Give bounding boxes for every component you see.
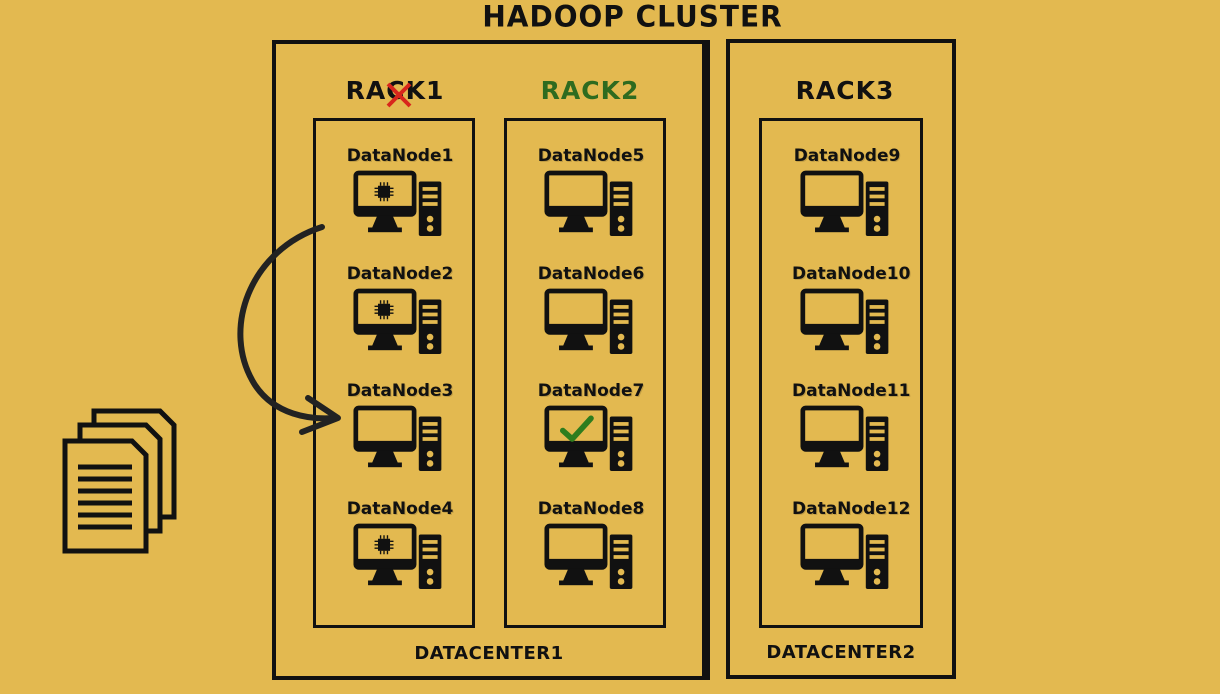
rack-3 <box>759 118 923 628</box>
rack-1-failed-cross-icon <box>386 82 412 108</box>
datanode-label: DataNode4 <box>346 499 454 519</box>
datanode-label: DataNode3 <box>346 381 454 401</box>
rack-2 <box>504 118 666 628</box>
computer-icon <box>353 168 447 240</box>
datanode-7[interactable]: DataNode7 <box>536 381 646 475</box>
datacenter-2: DATACENTER2 <box>726 39 956 679</box>
computer-icon <box>800 403 894 475</box>
datanode-label: DataNode11 <box>792 381 911 401</box>
datanode-label: DataNode7 <box>537 381 645 401</box>
datanode-1[interactable]: DataNode1 <box>345 146 455 240</box>
computer-icon <box>353 403 447 475</box>
rack-2-title: RACK2 <box>540 76 640 105</box>
datanode-12[interactable]: DataNode12 <box>792 499 911 593</box>
datanode-10[interactable]: DataNode10 <box>792 264 911 358</box>
datanode-label: DataNode1 <box>346 146 454 166</box>
computer-icon <box>800 168 894 240</box>
chip-icon <box>373 534 395 555</box>
checkmark-icon <box>559 415 594 442</box>
computer-icon <box>544 168 638 240</box>
datanode-label: DataNode8 <box>537 499 645 519</box>
datanode-4[interactable]: DataNode4 <box>345 499 455 593</box>
datacenter-2-label: DATACENTER2 <box>766 642 916 663</box>
datanode-3[interactable]: DataNode3 <box>345 381 455 475</box>
rack-1-title: RACK1 <box>340 76 450 105</box>
datanode-label: DataNode9 <box>793 146 901 166</box>
computer-icon <box>544 403 638 475</box>
datanode-label: DataNode2 <box>346 264 454 284</box>
datanode-6[interactable]: DataNode6 <box>536 264 646 358</box>
datanode-label: DataNode10 <box>792 264 911 284</box>
rack-1-title-end: K1 <box>405 76 445 105</box>
rack-3-title: RACK3 <box>795 76 895 105</box>
diagram-title: HADOOP CLUSTER <box>482 0 783 34</box>
datanode-2[interactable]: DataNode2 <box>345 264 455 358</box>
datanode-label: DataNode5 <box>537 146 645 166</box>
chip-icon <box>373 299 395 320</box>
computer-icon <box>544 286 638 358</box>
datanode-9[interactable]: DataNode9 <box>792 146 902 240</box>
datanode-8[interactable]: DataNode8 <box>536 499 646 593</box>
datanode-label: DataNode12 <box>792 499 911 519</box>
chip-icon <box>373 181 395 202</box>
documents-icon <box>62 408 177 554</box>
datanode-label: DataNode6 <box>537 264 645 284</box>
computer-icon <box>353 521 447 593</box>
datacenter-1-label: DATACENTER1 <box>414 643 564 664</box>
computer-icon <box>800 286 894 358</box>
computer-icon <box>544 521 638 593</box>
datanode-11[interactable]: DataNode11 <box>792 381 911 475</box>
rack-1-title-start: RA <box>345 76 387 105</box>
computer-icon <box>353 286 447 358</box>
computer-icon <box>800 521 894 593</box>
datanode-5[interactable]: DataNode5 <box>536 146 646 240</box>
